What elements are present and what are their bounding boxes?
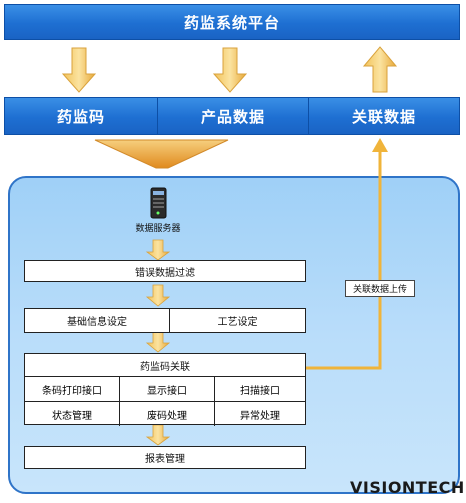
error-filter-label: 错误数据过滤 bbox=[135, 267, 195, 279]
scan-interface-cell: 扫描接口 bbox=[215, 377, 305, 401]
process-label: 工艺设定 bbox=[217, 317, 258, 328]
linked-data-label: 关联数据 bbox=[351, 107, 416, 126]
exception-label: 异常处理 bbox=[240, 410, 280, 422]
platform-title: 药监系统平台 bbox=[183, 13, 280, 32]
code-label: 药监码 bbox=[56, 107, 105, 126]
upload-tag: 关联数据上传 bbox=[345, 280, 415, 297]
report-mgmt-label: 报表管理 bbox=[145, 454, 185, 465]
basic-info-box: 基础信息设定 bbox=[24, 308, 170, 333]
code-link-header: 药监码关联 bbox=[25, 354, 305, 377]
scan-interface-label: 扫描接口 bbox=[240, 385, 280, 397]
up-arrow bbox=[362, 46, 398, 93]
code-link-module: 药监码关联 条码打印接口 显示接口 扫描接口 状态管理 废码处理 异常处理 bbox=[24, 353, 306, 426]
display-interface-label: 显示接口 bbox=[147, 385, 187, 397]
server-label: 数据服务器 bbox=[135, 223, 181, 234]
down-arrow-1 bbox=[61, 47, 97, 93]
handling-row: 状态管理 废码处理 异常处理 bbox=[25, 402, 305, 426]
exception-cell: 异常处理 bbox=[215, 402, 305, 426]
error-filter-box: 错误数据过滤 bbox=[24, 260, 306, 282]
down-arrow-2 bbox=[212, 47, 248, 93]
display-interface-cell: 显示接口 bbox=[120, 377, 215, 401]
platform-title-bar: 药监系统平台 bbox=[4, 4, 460, 40]
interfaces-row: 条码打印接口 显示接口 扫描接口 bbox=[25, 377, 305, 402]
waste-code-cell: 废码处理 bbox=[120, 402, 215, 426]
funnel-arrow bbox=[94, 139, 229, 169]
top-row-bar: 药监码 产品数据 关联数据 bbox=[4, 97, 460, 135]
product-data-label: 产品数据 bbox=[200, 107, 265, 126]
product-data-cell: 产品数据 bbox=[157, 98, 308, 134]
basic-info-label: 基础信息设定 bbox=[67, 317, 127, 328]
code-link-label: 药监码关联 bbox=[140, 361, 190, 373]
print-interface-cell: 条码打印接口 bbox=[25, 377, 120, 401]
report-mgmt-box: 报表管理 bbox=[24, 446, 306, 469]
waste-code-label: 废码处理 bbox=[147, 410, 187, 422]
print-interface-label: 条码打印接口 bbox=[42, 385, 102, 397]
status-mgmt-cell: 状态管理 bbox=[25, 402, 120, 426]
settings-row: 基础信息设定 工艺设定 bbox=[24, 308, 306, 333]
linked-data-cell: 关联数据 bbox=[308, 98, 459, 134]
brand-watermark: VISIONTECH bbox=[350, 478, 465, 497]
status-mgmt-label: 状态管理 bbox=[52, 410, 92, 422]
process-box: 工艺设定 bbox=[170, 308, 306, 333]
system-panel bbox=[8, 176, 460, 494]
code-cell: 药监码 bbox=[5, 98, 157, 134]
